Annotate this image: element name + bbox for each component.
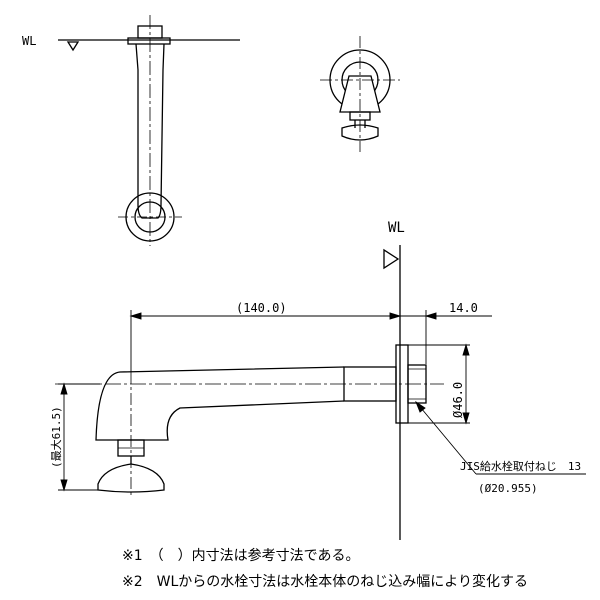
wl-label-side: WL bbox=[388, 220, 405, 236]
dim-615-arrow-bottom bbox=[60, 479, 68, 492]
dim-thread-label: 14.0 bbox=[449, 301, 478, 315]
wl-triangle-top bbox=[66, 41, 80, 52]
top-flange bbox=[127, 37, 171, 45]
dim-615-arrow-top bbox=[60, 382, 68, 395]
dim-46-arrow-top bbox=[462, 343, 470, 356]
callout-leader bbox=[415, 401, 477, 475]
end-view bbox=[320, 36, 400, 152]
side-view bbox=[55, 245, 444, 540]
dim-diameter-label: Ø46.0 bbox=[451, 382, 465, 418]
wl-triangle-side bbox=[383, 248, 400, 270]
top-view bbox=[58, 15, 240, 246]
wl-label-top: WL bbox=[22, 34, 36, 48]
callout-arrow bbox=[415, 400, 426, 413]
side-spout-body bbox=[95, 366, 345, 441]
note-2: ※2 WLからの水栓寸法は水栓本体のねじ込み幅により変化する bbox=[122, 574, 528, 590]
dimensions bbox=[58, 310, 586, 492]
dim-max-height-label: (最大61.5) bbox=[49, 406, 63, 468]
dim-140-arrow-left bbox=[129, 312, 142, 320]
notes: ※1 （ ）内寸法は参考寸法である。 ※2 WLからの水栓寸法は水栓本体のねじ込… bbox=[122, 543, 528, 595]
end-handle bbox=[341, 124, 379, 141]
dim-46-arrow-bottom bbox=[462, 412, 470, 425]
callout-line2: (Ø20.955) bbox=[478, 482, 538, 495]
dim-14-arrow bbox=[424, 312, 437, 320]
note-1: ※1 （ ）内寸法は参考寸法である。 bbox=[122, 548, 360, 564]
dim-140-arrow-right bbox=[389, 312, 402, 320]
callout-line1: JIS給水栓取付ねじ 13 bbox=[460, 459, 581, 473]
dim-length-label: (140.0) bbox=[236, 301, 287, 315]
side-handle bbox=[97, 463, 165, 493]
